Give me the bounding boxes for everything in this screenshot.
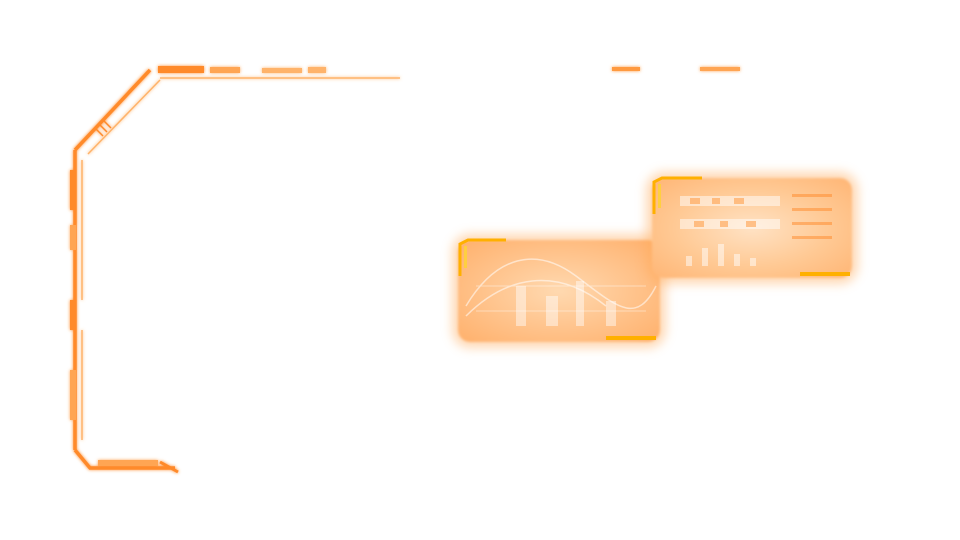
hologram-panel-right-detail (652, 176, 850, 276)
hologram-panel-left-detail (458, 238, 657, 340)
hologram-panel-left (458, 240, 660, 342)
frame-lines (70, 66, 780, 474)
